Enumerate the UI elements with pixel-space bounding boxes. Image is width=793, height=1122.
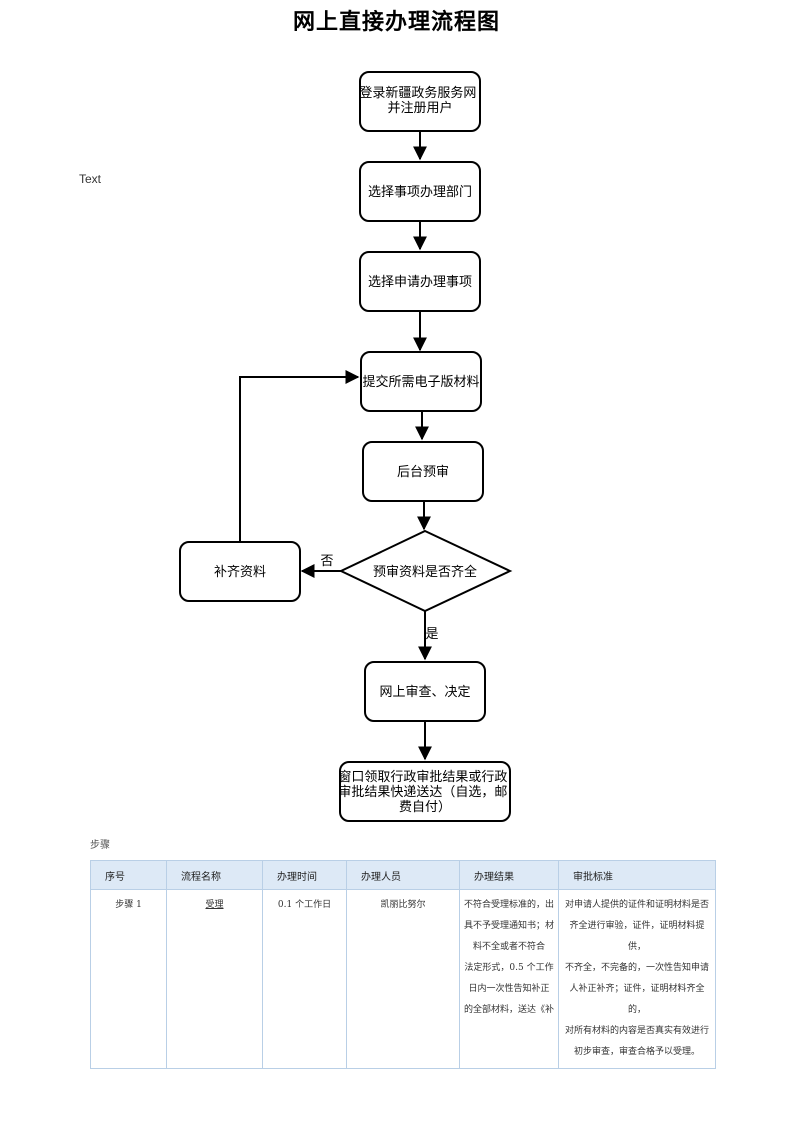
node-review-label: 网上审查、决定 <box>379 685 470 700</box>
node-submit-box <box>360 351 482 412</box>
node-login-label: 登录新疆政务服务网 并注册用户 <box>359 85 480 116</box>
column-header: 审批标准 <box>558 860 716 890</box>
steps-table: 序号 流程名称 办理时间 办理人员 办理结果 审批标准 步骤 1 受理 0.1 … <box>90 860 716 1069</box>
node-decision-diamond <box>338 529 513 613</box>
step-number-cell: 步骤 1 <box>90 889 167 1069</box>
node-review-box <box>364 661 486 722</box>
standard-line: 人补正补齐；证件，证明材料齐全的， <box>569 984 705 1015</box>
column-header: 流程名称 <box>166 860 263 890</box>
node-decision-label: 预审资料是否齐全 <box>373 564 477 580</box>
node-result-label: 窗口领取行政审批结果或行政 审批结果快递送达（自选，邮 费自付） <box>338 769 511 815</box>
step-standard-cell: 对申请人提供的证件和证明材料是否 齐全进行审验，证件，证明材料提供， 不齐全，不… <box>558 889 716 1069</box>
page-title: 网上直接办理流程图 <box>292 9 500 35</box>
steps-caption: 步骤 <box>90 840 110 851</box>
node-dept-label: 选择事项办理部门 <box>368 185 472 200</box>
edge-supplement-submit <box>239 370 360 541</box>
step-time-cell: 0.1 个工作日 <box>262 889 347 1069</box>
column-header: 办理结果 <box>459 860 559 890</box>
table-row: 步骤 1 受理 0.1 个工作日 凯丽比努尔 不符合受理标准的，出 具不予受理通… <box>90 889 716 1069</box>
edge-label-no: 否 <box>320 554 333 569</box>
node-item-box <box>359 251 481 312</box>
step-name-cell: 受理 <box>166 889 263 1069</box>
table-header-row: 序号 流程名称 办理时间 办理人员 办理结果 审批标准 <box>90 860 716 890</box>
result-line: 具不予受理通知书；材 <box>463 921 554 931</box>
node-precheck-box <box>362 441 484 502</box>
node-precheck-label: 后台预审 <box>397 465 449 480</box>
node-login-box <box>359 71 481 132</box>
node-dept-box <box>359 161 481 222</box>
node-supplement-label: 补齐资料 <box>214 564 266 580</box>
text-placeholder-label: Text <box>79 172 102 186</box>
standard-line: 对申请人提供的证件和证明材料是否 <box>564 900 709 910</box>
step-name-link[interactable]: 受理 <box>205 900 224 910</box>
column-header: 办理时间 <box>262 860 347 890</box>
step-result-cell: 不符合受理标准的，出 具不予受理通知书；材 料不全或者不符合 法定形式，0.5 … <box>459 889 559 1069</box>
flowchart: 登录新疆政务服务网 并注册用户 选择事项办理部门 选择申请办理事项 提交所需电子… <box>179 71 513 822</box>
result-line: 不符合受理标准的，出 <box>463 900 554 910</box>
node-item-label: 选择申请办理事项 <box>368 275 472 290</box>
column-header: 序号 <box>90 860 167 890</box>
node-supplement-box <box>179 541 301 602</box>
standard-line: 对所有材料的内容是否真实有效进行 <box>564 1026 709 1036</box>
standard-line: 不齐全，不完备的，一次性告知申请 <box>564 963 709 973</box>
result-line: 法定形式，0.5 个工作 <box>464 963 554 973</box>
step-person-cell: 凯丽比努尔 <box>346 889 460 1069</box>
edge-label-yes: 是 <box>425 627 438 642</box>
node-submit-label: 提交所需电子版材料 <box>362 374 479 390</box>
result-line: 的全部材料，送达《补 <box>463 1005 554 1015</box>
node-result-box <box>339 761 511 822</box>
standard-line: 齐全进行审验，证件，证明材料提供， <box>569 921 705 952</box>
standard-line: 初步审查，审查合格予以受理。 <box>573 1047 700 1057</box>
result-line: 料不全或者不符合 <box>472 942 545 952</box>
result-line: 日内一次性告知补正 <box>468 984 550 994</box>
column-header: 办理人员 <box>346 860 460 890</box>
